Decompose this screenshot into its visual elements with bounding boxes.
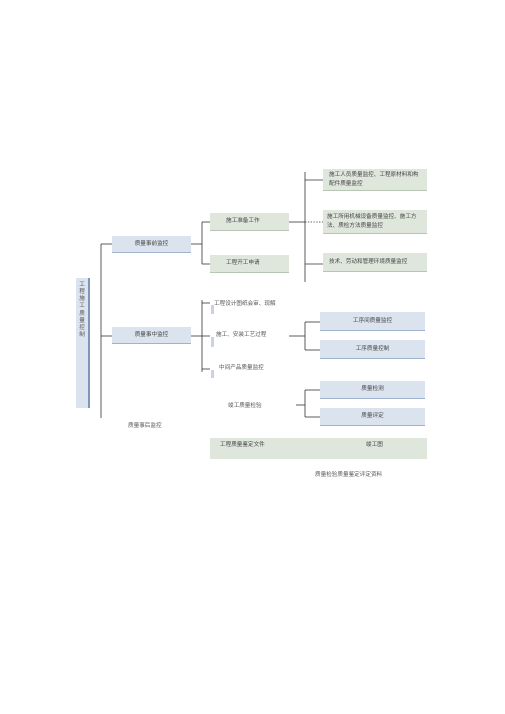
completion-detail-evaluation: 质量评定 (320, 408, 425, 426)
design-review-label: 工程设计图纸会审、现解 (214, 301, 276, 307)
root-node: 工程施工质量控制 (76, 278, 90, 408)
process-detail-inter: 工序间质量监控 (320, 312, 425, 331)
prep-detail-environment: 技术、劳动和管理环境质量监控 (323, 253, 427, 272)
post-documents-bar: 工程质量鉴定文件 竣工图 (210, 438, 427, 459)
completion-detail-testing: 质量检测 (320, 381, 425, 399)
prep-detail-personnel: 施工人员质量监控、工程原材料和构配件质量监控 (323, 169, 427, 191)
intermediate-product-marker (211, 370, 214, 378)
prep-detail-equipment-text: 施工所用机械设备质量监控、施工方法、质检方法质量监控 (327, 214, 417, 229)
stage-mid-node: 质量事中监控 (112, 327, 191, 344)
stage-mid-label: 质量事中监控 (134, 331, 169, 338)
prep-detail-equipment: 施工所用机械设备质量监控、施工方法、质检方法质量监控 (323, 210, 427, 234)
stage-pre-label: 质量事前监控 (134, 240, 169, 247)
completion-detail-testing-text: 质量检测 (361, 386, 384, 393)
construction-process-marker (211, 337, 214, 347)
process-detail-quality-text: 工序质量控制 (355, 345, 390, 352)
acceptance-document-label: 工程质量鉴定文件 (220, 442, 265, 448)
process-detail-inter-text: 工序间质量监控 (352, 317, 393, 324)
intermediate-product-label: 中间产品质量监控 (219, 365, 264, 371)
prep-work-label: 施工准备工作 (226, 218, 260, 225)
as-built-drawing-label: 竣工图 (366, 442, 383, 448)
construction-process-label: 施工、安装工艺过程 (216, 332, 267, 338)
completion-detail-evaluation-text: 质量评定 (361, 413, 384, 420)
start-application-label: 工程开工申请 (226, 260, 260, 267)
root-label: 工程施工质量控制 (79, 282, 85, 339)
process-detail-quality: 工序质量控制 (320, 340, 425, 359)
evaluation-materials-label: 质量检验质量鉴定评定资料 (315, 472, 383, 478)
prep-detail-personnel-text: 施工人员质量监控、工程原材料和构配件质量监控 (329, 172, 419, 187)
stage-pre-node: 质量事前监控 (112, 236, 191, 253)
start-application-node: 工程开工申请 (210, 255, 289, 273)
prep-detail-environment-text: 技术、劳动和管理环境质量监控 (329, 258, 408, 265)
prep-work-node: 施工准备工作 (210, 213, 289, 231)
design-review-marker (211, 305, 214, 314)
stage-post-label: 质量事后监控 (128, 423, 162, 429)
completion-inspection-label: 竣工质量检验 (228, 403, 262, 409)
